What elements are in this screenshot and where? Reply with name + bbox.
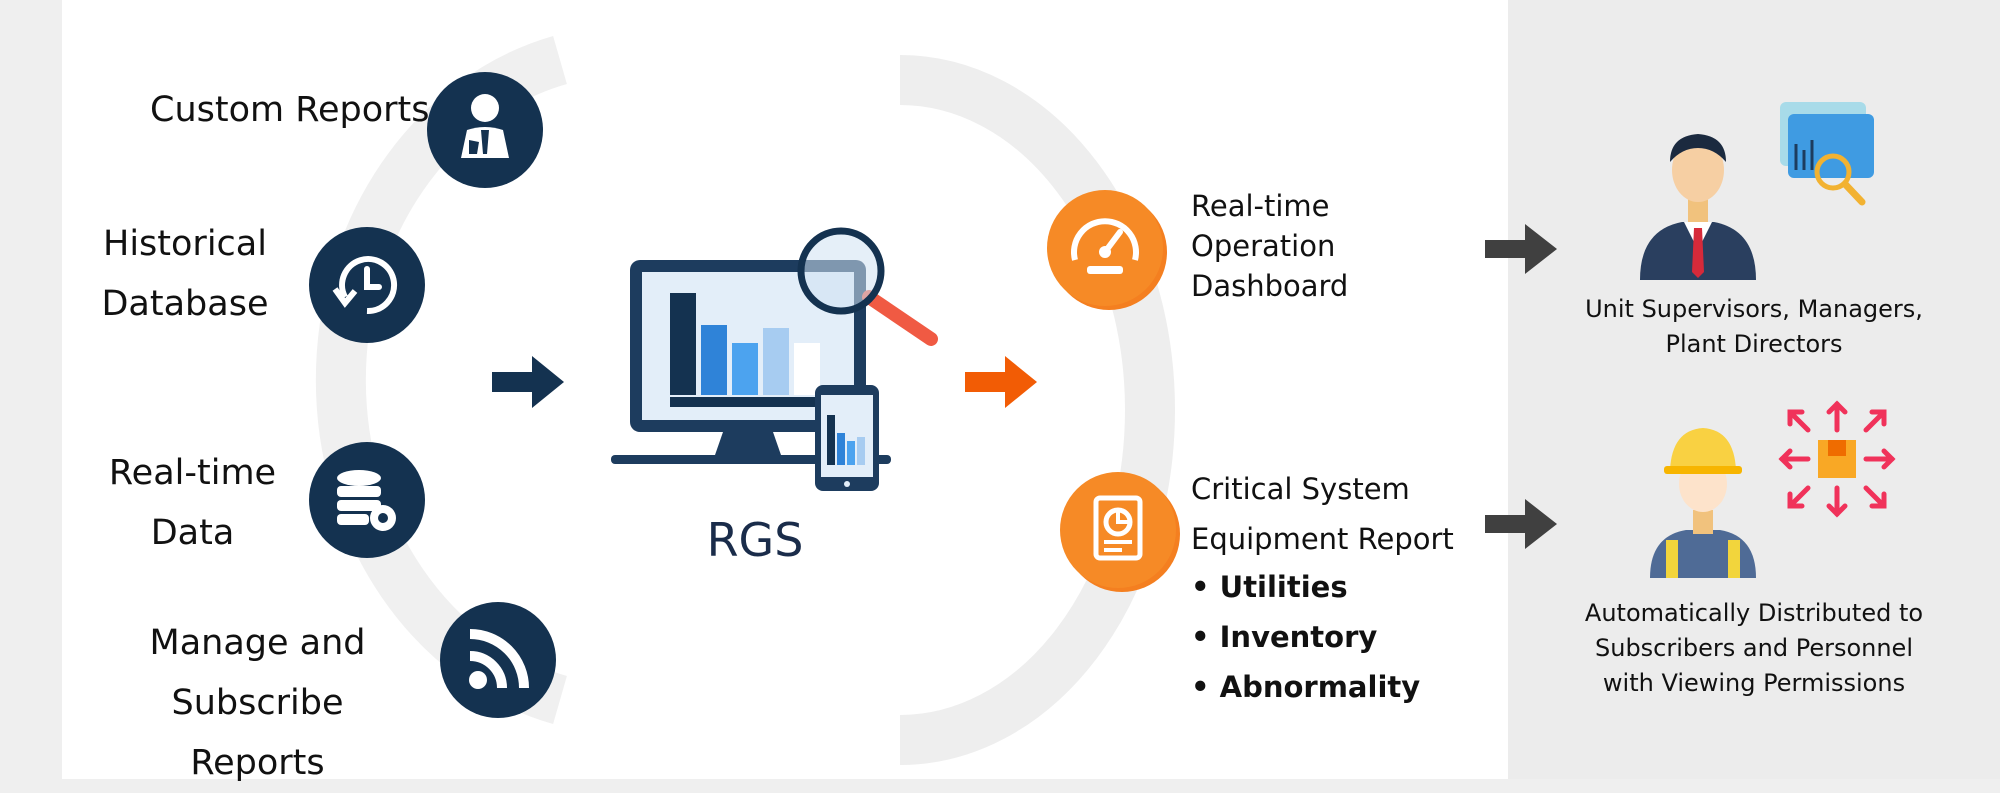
output-label-dashboard: Real-time Operation Dashboard (1191, 189, 1349, 303)
bullet-abnormality: • Abnormality (1191, 670, 1421, 704)
report-bullets: • Utilities • Inventory • Abnormality (1191, 562, 1420, 712)
arrow-to-subscribers (1485, 499, 1557, 549)
rgs-label: RGS (706, 513, 804, 567)
history-icon (309, 227, 425, 343)
caption-subscribers: Automatically Distributed to Subscribers… (1584, 599, 1924, 697)
recipient-panel (1508, 0, 2000, 779)
input-label-historical-database: Historical Database (101, 224, 269, 324)
database-gear-icon (309, 442, 425, 558)
report-icon (1060, 472, 1180, 592)
user-report-icon (427, 72, 543, 188)
arrow-to-outputs (965, 356, 1037, 408)
input-label-manage-subscribe: Manage and Subscribe Reports (149, 623, 366, 783)
caption-managers: Unit Supervisors, Managers, Plant Direct… (1585, 295, 1923, 358)
bullet-utilities: • Utilities (1191, 570, 1348, 604)
bullet-inventory: • Inventory (1191, 620, 1378, 654)
bullet-text: Inventory (1219, 620, 1378, 654)
computer-chart-icon (611, 227, 938, 491)
bullet-text: Abnormality (1219, 670, 1421, 704)
input-label-custom-reports: Custom Reports (150, 90, 430, 130)
speedometer-icon (1047, 190, 1167, 310)
rss-icon (440, 602, 556, 718)
input-label-real-time-data: Real-time Data (108, 453, 277, 553)
arrow-to-managers (1485, 224, 1557, 274)
worker-icon (1650, 400, 1896, 578)
output-label-report: Critical System Equipment Report (1191, 472, 1454, 556)
bullet-text: Utilities (1219, 570, 1348, 604)
arrow-to-rgs (492, 356, 564, 408)
manager-icon (1640, 102, 1874, 280)
